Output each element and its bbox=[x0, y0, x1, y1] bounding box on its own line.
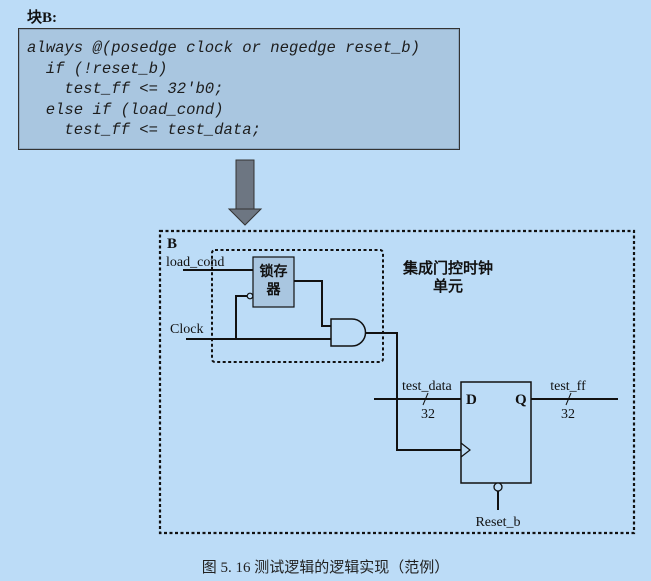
load-cond-label: load_cond bbox=[166, 255, 224, 270]
flip-flop bbox=[460, 381, 532, 484]
test-data-bus-slash bbox=[422, 392, 429, 406]
code-line: test_ff <= test_data; bbox=[27, 121, 261, 140]
latch-enable-inverter-bubble bbox=[246, 292, 254, 300]
code-line: if (!reset_b) bbox=[27, 59, 168, 78]
latch-to-and-wire bbox=[294, 280, 331, 327]
clock-label: Clock bbox=[170, 322, 203, 337]
block-b-boundary bbox=[158, 229, 636, 535]
figure-caption: 图 5. 16 测试逻辑的逻辑实现（范例） bbox=[201, 560, 450, 576]
ff-clock-triangle bbox=[460, 442, 471, 458]
ff-reset-inverter-bubble bbox=[493, 482, 503, 492]
icg-label-line1: 集成门控时钟 bbox=[402, 259, 493, 277]
block-title: 块B: bbox=[27, 10, 58, 26]
test-ff-label: test_ff bbox=[550, 379, 586, 394]
latch-label-line1: 锁存 bbox=[260, 263, 288, 280]
code-line: always @(posedge clock or negedge reset_… bbox=[27, 39, 421, 57]
latch bbox=[252, 256, 295, 308]
ff-q-pin: Q bbox=[515, 392, 527, 408]
test-ff-width: 32 bbox=[561, 407, 575, 422]
verilog-code: always @(posedge clock or negedge reset_… bbox=[27, 38, 420, 141]
down-arrow-icon bbox=[227, 159, 263, 226]
block-b-label: B bbox=[167, 236, 177, 252]
code-line: test_ff <= 32'b0; bbox=[27, 80, 224, 99]
reset-label: Reset_b bbox=[475, 515, 520, 530]
test-data-label: test_data bbox=[402, 379, 453, 394]
clock-to-latch-wire bbox=[235, 295, 247, 339]
and-gate bbox=[330, 318, 367, 347]
gated-clock-wire bbox=[366, 332, 461, 451]
test-ff-bus-slash bbox=[565, 392, 572, 406]
code-line: else if (load_cond) bbox=[27, 100, 224, 119]
icg-boundary bbox=[211, 249, 384, 363]
ff-d-pin: D bbox=[466, 392, 477, 408]
icg-label-line2: 单元 bbox=[433, 277, 463, 295]
code-block: always @(posedge clock or negedge reset_… bbox=[18, 28, 460, 150]
test-data-width: 32 bbox=[421, 407, 435, 422]
latch-label-line2: 器 bbox=[266, 282, 282, 298]
